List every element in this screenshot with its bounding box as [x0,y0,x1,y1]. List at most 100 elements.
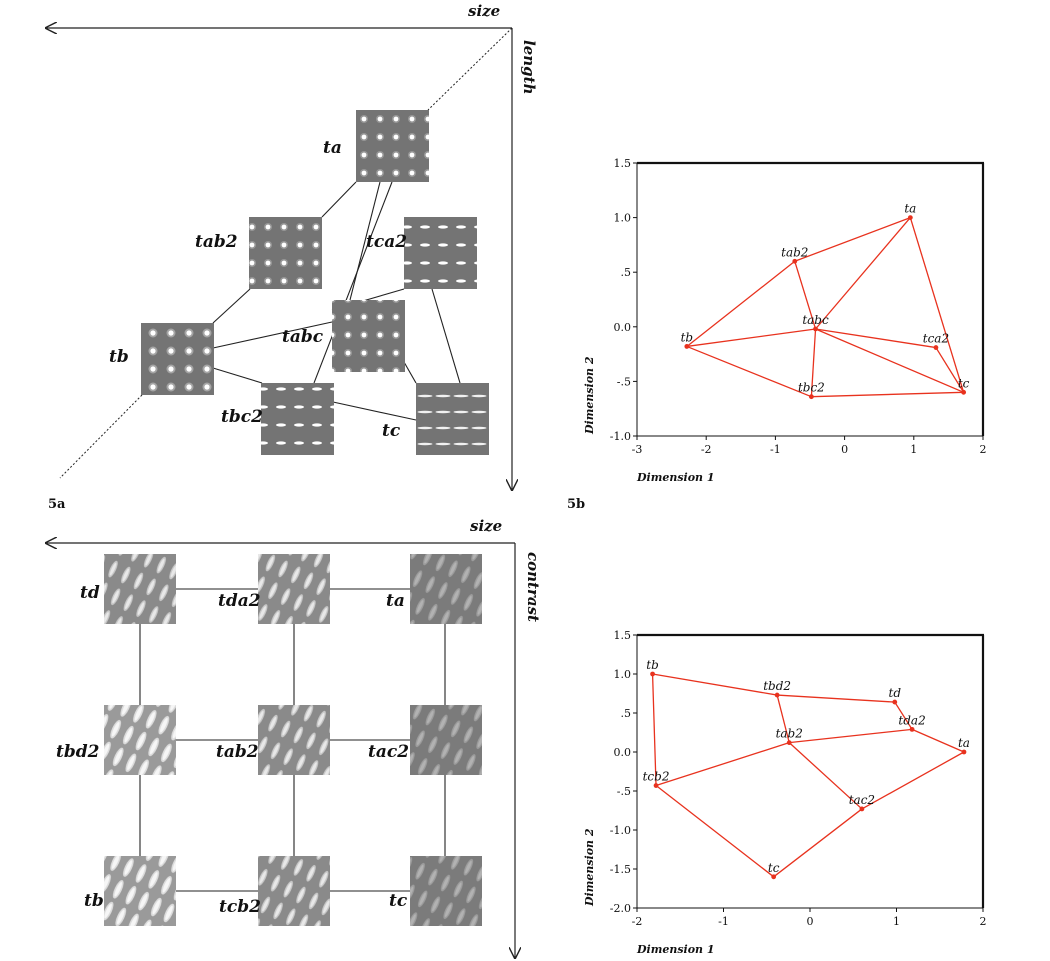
mds-point-label-tcb2: tcb2 [643,770,670,784]
mds-edge-ta-tabc [815,217,911,330]
mds-point-label-td: td [889,686,902,700]
y-tick-label: -1.0 [610,824,631,837]
mds-edge-td-tda2 [894,701,913,730]
mds-edge-tac2-tc [773,808,863,878]
mds-point-tc [961,389,967,395]
mds-point-tca2 [933,345,939,350]
texture-tb-bottom [104,856,176,926]
y-tick-label: -.5 [617,785,631,798]
mds-edge-tab2-tac2 [788,742,863,810]
mds-point-label-tca2: tca2 [923,332,949,346]
mds-point-label-tac2: tac2 [849,793,875,807]
diagram-top-edges [212,181,461,421]
mds-point-label-tb: tb [681,330,694,344]
mds-edge-tca2-tc [935,347,965,393]
mds-edge-ta-tab2 [794,216,911,262]
mds-point-tbc2 [808,394,814,400]
edge-ta-tbc2 [313,181,393,384]
x-tick-label: -1 [718,915,729,928]
y-tick-label: .5 [621,266,632,279]
mds-edge-tda2-ta [911,728,965,753]
mds-point-ta [907,215,913,221]
x-axis-title: Dimension 1 [636,471,715,484]
size-axis-label-top: size [468,2,500,20]
mds-point-tcb2 [653,783,659,788]
edge-tab2-tb [212,288,251,324]
y-axis-title: Dimension 2 [583,356,596,435]
texture-tabc [332,300,405,372]
x-tick-label: 2 [980,443,987,456]
mds-point-label-tbd2: tbd2 [763,679,791,693]
x-tick-label: 0 [807,915,814,928]
mds-edge-tabc-tc [815,328,964,393]
mds-point-tac2 [859,806,865,812]
edge-tbc2-tc [332,401,417,421]
mds-point-label-tc: tc [958,376,970,390]
x-axis-title: Dimension 1 [636,943,715,956]
mds-edge-tabc-tca2 [815,328,937,349]
y-tick-label: 1.5 [614,629,632,642]
x-tick-label: 0 [841,443,848,456]
mds-point-label-tda2: tda2 [898,713,925,727]
label-ta: ta [323,138,342,158]
y-tick-label: .5 [621,707,632,720]
texture-tcb2 [258,856,330,926]
mds-point-tb [684,344,690,349]
diagonal-upper [427,27,513,111]
texture-tda2 [258,554,330,624]
x-tick-label: 2 [980,915,987,928]
mds-point-tc [771,874,777,880]
label-tab2-bottom: tab2 [216,742,259,762]
label-tc-bottom: tc [389,891,408,911]
edge-tabc-tc-spur [403,361,417,384]
label-tc: tc [382,421,401,441]
mds-edge-tabc-tb [686,328,816,348]
label-tabc: tabc [282,327,324,347]
diagonal-lower [59,394,143,479]
contrast-axis-label: contrast [524,552,542,622]
mds-edge-tcb2-tc [655,785,775,878]
x-tick-label: -2 [701,443,712,456]
mds-point-label-tabc: tabc [802,313,829,327]
texture-tca2 [404,217,477,289]
mds-edge-tab2-tabc [794,261,817,330]
label-tbd2: tbd2 [56,742,100,762]
y-tick-label: -2.0 [610,902,631,915]
mds-point-tab2 [786,740,792,746]
texture-tb [141,323,214,395]
y-tick-label: 1.0 [614,212,632,225]
texture-tc [416,383,489,455]
texture-tc-bottom [410,856,482,926]
mds-edge-tbd2-td [777,694,895,703]
mds-edge-ta-tc [909,217,965,393]
y-tick-label: -1.5 [610,863,631,876]
x-tick-label: 1 [893,915,900,928]
mds-point-label-tc: tc [768,861,780,875]
mds-edge-tab2-tcb2 [655,742,790,787]
y-axis-title: Dimension 2 [583,828,596,907]
mds-edge-tb-tcb2 [651,673,657,786]
mds-point-td [892,699,898,705]
mds-point-label-ta: ta [904,202,916,216]
mds-edge-tabc-tbc2 [810,328,817,397]
y-tick-label: 1.5 [614,157,632,170]
label-tca2: tca2 [366,232,407,252]
mds-edge-tb-tbc2 [686,345,812,398]
edge-tb-tbc2 [212,367,263,384]
y-tick-label: 0.0 [614,746,632,759]
texture-tab2-bottom [258,705,330,775]
mds-point-ta [961,749,967,755]
diagram-top: size length ta tab2 tca2 tabc tb tbc2 [46,2,538,490]
mds-point-tbd2 [774,692,780,698]
mds-point-tb [650,671,655,677]
label-tbc2: tbc2 [221,407,263,427]
mds-point-label-tbc2: tbc2 [798,381,825,395]
size-axis-label-bottom: size [470,517,502,535]
mds-point-label-tb: tb [646,658,659,672]
label-td: td [80,583,100,603]
x-tick-label: 1 [910,443,917,456]
mds-edge-tbd2-tab2 [776,694,790,743]
